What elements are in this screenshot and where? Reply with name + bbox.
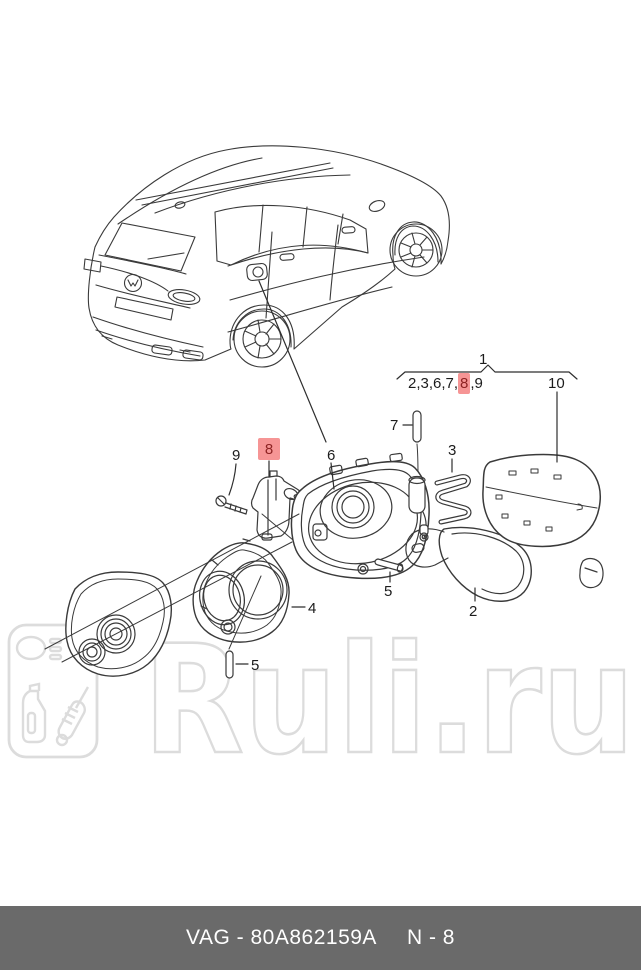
backplate — [65, 571, 172, 677]
part-5-hinge-pin — [374, 558, 404, 573]
part-6-housing — [290, 452, 430, 580]
leader-9 — [228, 463, 237, 496]
leader-lines — [228, 280, 578, 665]
callout-4: 4 — [308, 600, 317, 617]
watermark-layer: Ruli.ru — [7, 613, 636, 789]
page-code: N - 8 — [406, 926, 455, 949]
part-3-spring — [434, 474, 472, 525]
callout-5-hinge: 5 — [384, 583, 393, 600]
callout-1: 1 — [479, 351, 488, 368]
callout-10: 10 — [548, 375, 565, 392]
group-prefix: 2,3,6,7, — [408, 375, 459, 392]
car-illustration — [83, 145, 450, 368]
callout-2: 2 — [469, 603, 478, 620]
part-4-seal — [192, 538, 290, 650]
shock-absorber-icon — [55, 686, 90, 747]
ruli-logo-watermark — [7, 623, 99, 759]
callout-7: 7 — [390, 417, 399, 434]
part-8-actuator — [250, 470, 303, 541]
small-clip — [579, 557, 604, 589]
rear-wheel — [233, 310, 291, 368]
group-suffix: ,9 — [470, 375, 483, 392]
part-9-screw — [215, 495, 248, 515]
callout-5-seal: 5 — [251, 657, 260, 674]
oil-canister-icon — [21, 682, 47, 744]
front-wheel — [389, 223, 443, 277]
callout-8-highlighted[interactable]: 8 — [258, 438, 280, 460]
watermark-text: Ruli.ru — [143, 614, 635, 788]
catalog-code: VAG - 80A862159A — [186, 926, 377, 949]
callout-3: 3 — [448, 442, 457, 459]
parts-diagram: Ruli.ru — [7, 145, 636, 789]
group-highlight-8[interactable]: 8 — [458, 373, 471, 394]
callout-6: 6 — [327, 447, 336, 464]
alignment-lines — [44, 513, 300, 663]
callout-9: 9 — [232, 447, 241, 464]
group-brace — [396, 364, 578, 380]
footer-bar: VAG - 80A862159A N - 8 — [0, 906, 641, 970]
part-7-pin — [412, 410, 422, 477]
callout-group-members: 2,3,6,7,8,9 — [408, 373, 483, 394]
headlight-icon — [15, 635, 63, 661]
car-to-parts-leader — [258, 280, 327, 443]
fuel-door-marker — [246, 262, 268, 282]
part-5-lower-pin — [225, 650, 234, 679]
part-10-outer-panel — [482, 453, 601, 548]
leader-6 — [330, 462, 335, 490]
exploded-view — [44, 410, 604, 679]
